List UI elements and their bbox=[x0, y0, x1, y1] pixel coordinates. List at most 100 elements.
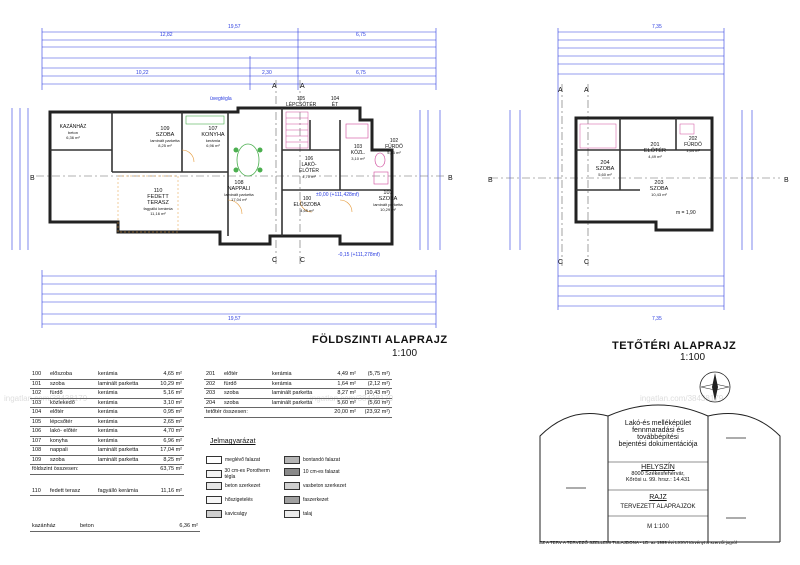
level-note: ±0,00 (+111,428mf) bbox=[316, 192, 360, 198]
legend-item: hőszigetelés bbox=[206, 496, 253, 504]
ground-floor-title: FÖLDSZINTI ALAPRAJZ bbox=[312, 334, 448, 346]
title-block-drawing: RAJZ TERVEZETT ALAPRAJZOK bbox=[620, 494, 696, 510]
roof-stair bbox=[579, 123, 617, 149]
roof-height-note: m = 1,90 bbox=[676, 210, 696, 216]
dim-top-6: 6,75 bbox=[356, 70, 366, 76]
legend: meglévő falazat bontandó falazat 30 cm-e… bbox=[206, 456, 366, 528]
legend-item: faszerkezet bbox=[284, 496, 329, 504]
dim-total-top: 19,57 bbox=[228, 24, 241, 30]
svg-text:C: C bbox=[300, 257, 305, 264]
legend-item: beton szerkezet bbox=[206, 482, 260, 490]
door-swings bbox=[181, 149, 353, 215]
legend-swatch bbox=[206, 482, 222, 490]
legend-swatch bbox=[206, 456, 222, 464]
room-110-label: 110 FEDETT TERASZ fagyálló kerámia 11,16… bbox=[143, 188, 173, 216]
dining-table bbox=[233, 143, 263, 177]
interior-walls bbox=[50, 108, 392, 236]
svg-text:A: A bbox=[300, 83, 305, 90]
svg-text:B: B bbox=[448, 175, 453, 182]
svg-text:A: A bbox=[558, 87, 563, 94]
watermark: ingatlan.com/38438179 bbox=[640, 394, 724, 403]
legend-item: 10 cm-es falazat bbox=[284, 468, 340, 476]
dim-top-3: 6,75 bbox=[356, 32, 366, 38]
room-102-label: 102 FÜRDŐ 5,16 m² bbox=[385, 138, 403, 155]
room-106-label: 106 LAKÓ-ELŐTÉR 4,70 m² bbox=[298, 156, 319, 179]
legend-item: vasbeton szerkezet bbox=[284, 482, 346, 490]
copyright-note: EZ A TERV A TERVEZŐ SZELLEMI TULAJDONA -… bbox=[539, 540, 737, 545]
legend-swatch bbox=[284, 456, 300, 464]
table-total-row: földszint összesen:63,75 m² bbox=[30, 464, 184, 475]
room-101-label: 101 SZOBA laminált parketta 10,29 m² bbox=[373, 190, 403, 212]
legend-item: 30 cm-es Porotherm tégla bbox=[206, 468, 280, 480]
roof-axis-lines bbox=[490, 84, 780, 266]
bottom-dimension-lines bbox=[41, 270, 437, 328]
terrace-outline bbox=[117, 175, 179, 233]
watermark: ingatlan.com/38438179 bbox=[310, 394, 394, 403]
roof-exterior-walls bbox=[574, 116, 714, 232]
room-boiler-label: KAZÁNHÁZ beton 6,36 m² bbox=[59, 124, 87, 140]
legend-title: Jelmagyarázat bbox=[210, 438, 256, 445]
title-block-frame bbox=[539, 404, 781, 543]
svg-text:B: B bbox=[784, 177, 789, 184]
legend-swatch bbox=[206, 496, 222, 504]
legend-swatch bbox=[206, 470, 222, 478]
legend-swatch bbox=[284, 496, 300, 504]
roof-dim-top: 7,35 bbox=[652, 24, 662, 30]
room-105-label: 105 LÉPCSŐTÉR bbox=[286, 96, 317, 108]
legend-item: bontandó falazat bbox=[284, 456, 340, 464]
room-109-label: 109 SZOBA laminált parketta 8,25 m² bbox=[150, 126, 180, 148]
top-dimension-lines bbox=[41, 28, 437, 90]
table-total-row: tetőtér összesen:20,00 m²(23,92 m²) bbox=[204, 407, 392, 418]
dim-top-4: 10,22 bbox=[136, 70, 149, 76]
bathroom-fixtures bbox=[345, 123, 389, 185]
room-204-label: 204 SZOBA 5,60 m² bbox=[595, 160, 615, 177]
room-107-label: 107 KONYHA kerámia 6,96 m² bbox=[201, 126, 225, 148]
side-dimension-lines bbox=[11, 108, 441, 250]
svg-text:A: A bbox=[272, 83, 277, 90]
dim-top-2: 12,82 bbox=[160, 32, 173, 38]
dim-total-bottom: 19,57 bbox=[228, 316, 241, 322]
ground-floor-scale: 1:100 bbox=[392, 348, 418, 359]
svg-text:A: A bbox=[584, 87, 589, 94]
level-note-2: -0,15 (+111,278mf) bbox=[338, 252, 380, 258]
roof-floor-title: TETŐTÉRI ALAPRAJZ bbox=[612, 340, 737, 352]
axis-markers: A A C C B B bbox=[30, 83, 453, 264]
title-block-project: Lakó-és melléképület fennmaradási és tov… bbox=[618, 420, 698, 448]
svg-text:B: B bbox=[488, 177, 493, 184]
room-202-label: 202 FÜRDŐ 1,64 m² bbox=[684, 136, 702, 153]
roof-dim-bottom: 7,35 bbox=[652, 316, 662, 322]
glass-block-label: üvegtégla bbox=[210, 96, 232, 102]
roof-dimension-lines bbox=[509, 28, 753, 310]
dim-top-5: 2,30 bbox=[262, 70, 272, 76]
title-block-location: HELYSZÍN 8000 Székesfehérvár, Kőrösi u. … bbox=[625, 464, 691, 483]
legend-item: talaj bbox=[284, 510, 312, 518]
legend-item: kavicságy bbox=[206, 510, 247, 518]
roof-axis-markers: A A C C B B bbox=[488, 87, 789, 266]
legend-swatch bbox=[284, 482, 300, 490]
svg-text:C: C bbox=[584, 259, 589, 266]
svg-text:C: C bbox=[272, 257, 277, 264]
stair bbox=[285, 111, 309, 149]
north-arrow-icon bbox=[699, 371, 731, 403]
legend-swatch bbox=[284, 510, 300, 518]
title-block-scale: M 1:100 bbox=[647, 524, 669, 530]
roof-bath-fixture bbox=[679, 123, 695, 135]
roof-floor-plan: A A C C B B bbox=[488, 28, 789, 310]
kitchen-counter bbox=[185, 115, 225, 125]
legend-swatch bbox=[284, 468, 300, 476]
